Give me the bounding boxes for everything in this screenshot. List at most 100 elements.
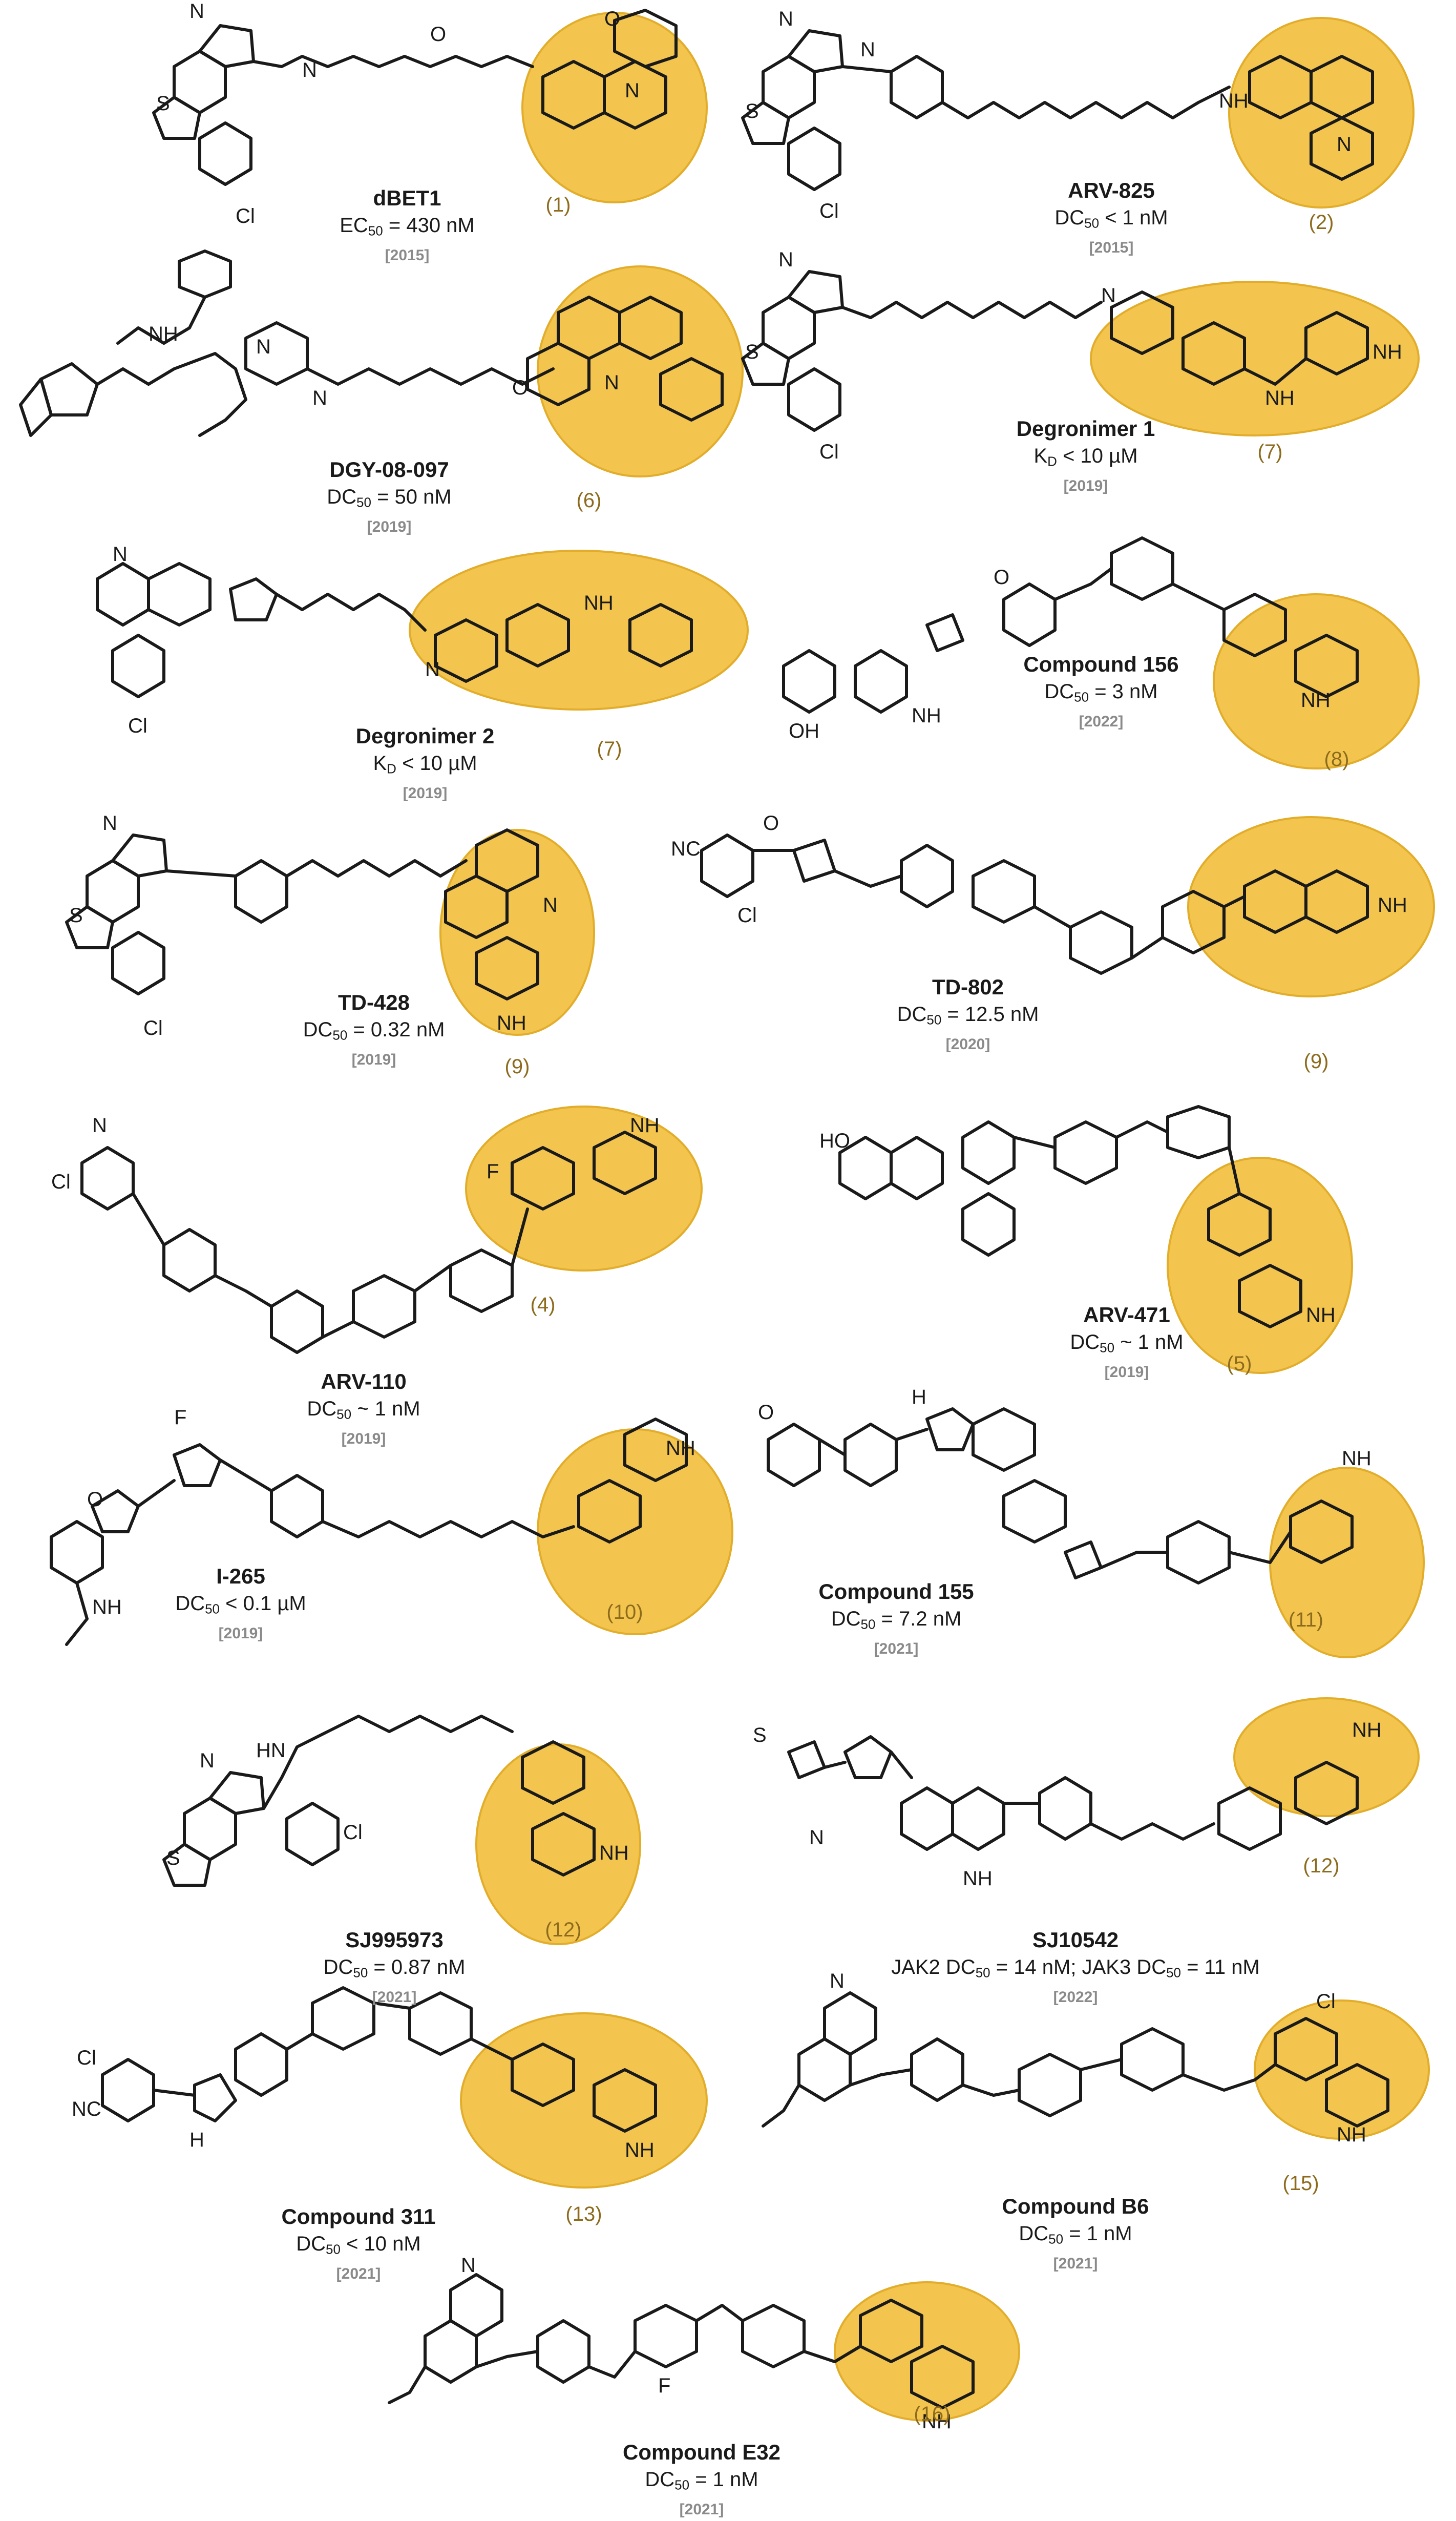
compound-year: [2019] bbox=[218, 1624, 263, 1642]
structure-arv-110: N Cl F NH bbox=[51, 1106, 703, 1354]
compound-label: Compound 311 DC50 < 10 nM [2021] bbox=[179, 2203, 538, 2285]
atom-label: O bbox=[758, 1401, 774, 1424]
atom-label: NH bbox=[1337, 2123, 1366, 2146]
compound-metric: DC50 < 10 nM bbox=[296, 2233, 421, 2257]
reference-number: (2) bbox=[1309, 211, 1334, 234]
compound-metric: JAK2 DC50 = 14 nM; JAK3 DC50 = 11 nM bbox=[891, 1956, 1260, 1981]
compound-label: Degronimer 2 KD < 10 µM [2019] bbox=[246, 722, 604, 805]
compound-metric: KD < 10 µM bbox=[1033, 445, 1138, 469]
atom-label: Cl bbox=[819, 441, 839, 463]
atom-label: NH bbox=[963, 1867, 993, 1890]
atom-label: NC bbox=[671, 838, 701, 860]
atom-label: N bbox=[461, 2254, 476, 2277]
atom-label: F bbox=[174, 1406, 186, 1429]
atom-label: NH bbox=[584, 592, 614, 614]
compound-label: TD-802 DC50 = 12.5 nM [2020] bbox=[789, 973, 1147, 1056]
compound-label: ARV-471 DC50 ~ 1 nM [2019] bbox=[947, 1301, 1306, 1384]
atom-label: N bbox=[604, 371, 619, 394]
e3-ligand-highlight bbox=[1090, 281, 1420, 436]
reference-number: (7) bbox=[1257, 441, 1283, 463]
reference-number: (15) bbox=[1282, 2172, 1319, 2195]
compound-year: [2021] bbox=[372, 1988, 417, 2006]
atom-label: N bbox=[830, 1970, 845, 1992]
structure-compound-155: O H NH bbox=[758, 1386, 1425, 1658]
compound-year: [2019] bbox=[367, 518, 412, 535]
compound-metric: EC50 = 430 nM bbox=[340, 214, 475, 239]
compound-metric: DC50 = 7.2 nM bbox=[831, 1608, 962, 1632]
e3-ligand-highlight bbox=[465, 1106, 703, 1272]
reference-number: (6) bbox=[576, 489, 602, 512]
compound-name: ARV-471 bbox=[1083, 1303, 1170, 1327]
structure-arv-825: N S Cl N NH N bbox=[741, 8, 1415, 222]
e3-ligand-highlight bbox=[1213, 593, 1420, 769]
compound-metric: DC50 = 0.87 nM bbox=[323, 1956, 466, 1981]
atom-label: OH bbox=[789, 720, 819, 742]
structure-compound-311: Cl NC H NH bbox=[72, 1986, 708, 2189]
compound-label: dBET1 EC50 = 430 nM [2015] bbox=[228, 184, 586, 267]
atom-label: O bbox=[430, 23, 446, 46]
atom-label: H bbox=[912, 1386, 926, 1408]
atom-label: Cl bbox=[1316, 1990, 1336, 2013]
atom-label: N bbox=[625, 79, 640, 102]
atom-label: N bbox=[102, 812, 117, 835]
structure-arv-471: HO NH bbox=[819, 1105, 1353, 1374]
atom-label: NH bbox=[1373, 341, 1402, 363]
compound-metric: DC50 = 50 nM bbox=[327, 486, 452, 510]
atom-label: NH bbox=[599, 1842, 629, 1864]
atom-label: N bbox=[778, 248, 793, 271]
structure-dgy-08-097: N NH N N O bbox=[19, 249, 744, 477]
compound-metric: DC50 = 1 nM bbox=[645, 2468, 758, 2493]
compound-metric: DC50 < 0.1 µM bbox=[175, 1592, 306, 1617]
compound-name: ARV-110 bbox=[321, 1369, 407, 1393]
atom-label: N bbox=[189, 0, 204, 23]
compound-year: [2022] bbox=[1079, 713, 1124, 730]
compound-year: [2019] bbox=[341, 1430, 386, 1447]
reference-number: (13) bbox=[565, 2203, 602, 2225]
reference-number: (12) bbox=[545, 1919, 582, 1941]
structure-degronimer-1: N S Cl N NH NH bbox=[741, 248, 1420, 463]
compound-year: [2021] bbox=[874, 1640, 919, 1657]
atom-label: NH bbox=[922, 2410, 952, 2433]
atom-label: O bbox=[87, 1488, 103, 1511]
atom-label: N bbox=[113, 543, 128, 566]
e3-ligand-highlight bbox=[1187, 816, 1435, 997]
atom-label: NH bbox=[666, 1437, 695, 1460]
atom-label: NH bbox=[92, 1596, 122, 1618]
compound-name: Compound 155 bbox=[818, 1579, 974, 1603]
e3-ligand-highlight bbox=[1233, 1697, 1420, 1817]
atom-label: NH bbox=[1301, 689, 1331, 712]
compound-name: TD-428 bbox=[337, 990, 410, 1014]
atom-label: N bbox=[312, 387, 327, 409]
compound-metric: DC50 = 0.32 nM bbox=[303, 1018, 445, 1043]
compound-label: SJ10542 JAK2 DC50 = 14 nM; JAK3 DC50 = 1… bbox=[819, 1926, 1332, 2009]
atom-label: O bbox=[512, 377, 528, 399]
compound-label: Compound 156 DC50 = 3 nM [2022] bbox=[922, 651, 1280, 733]
compound-metric: DC50 = 12.5 nM bbox=[897, 1003, 1039, 1028]
compound-name: dBET1 bbox=[373, 186, 441, 210]
compound-name: Compound 156 bbox=[1023, 652, 1179, 676]
reference-number: (7) bbox=[597, 738, 622, 760]
compound-year: [2021] bbox=[336, 2265, 381, 2282]
compound-label: Compound B6 DC50 = 1 nM [2021] bbox=[896, 2193, 1255, 2275]
reference-number: (8) bbox=[1324, 748, 1349, 770]
compound-year: [2019] bbox=[1104, 1363, 1149, 1381]
compound-metric: DC50 ~ 1 nM bbox=[1070, 1331, 1184, 1356]
atom-label: N bbox=[1337, 133, 1352, 156]
atom-label: S bbox=[156, 92, 170, 115]
atom-label: HO bbox=[819, 1130, 850, 1152]
e3-ligand-highlight bbox=[1228, 17, 1415, 209]
reference-number: (4) bbox=[530, 1294, 556, 1316]
compound-metric: DC50 = 1 nM bbox=[1019, 2222, 1132, 2247]
structure-sj995973: N S Cl HN NH bbox=[162, 1715, 641, 1945]
compound-metric: DC50 ~ 1 nM bbox=[307, 1398, 420, 1422]
compound-label: Compound E32 DC50 = 1 nM [2021] bbox=[522, 2439, 881, 2521]
atom-label: Cl bbox=[77, 2047, 96, 2069]
atom-label: O bbox=[763, 812, 779, 835]
structure-degronimer-2: N Cl N NH bbox=[96, 543, 749, 737]
atom-label: N bbox=[256, 336, 271, 358]
e3-ligand-highlight bbox=[1254, 1999, 1430, 2140]
reference-number: (11) bbox=[1288, 1609, 1324, 1631]
compound-metric: KD < 10 µM bbox=[373, 752, 477, 777]
atom-label: NH bbox=[1352, 1719, 1382, 1741]
atom-label: F bbox=[658, 2374, 670, 2397]
